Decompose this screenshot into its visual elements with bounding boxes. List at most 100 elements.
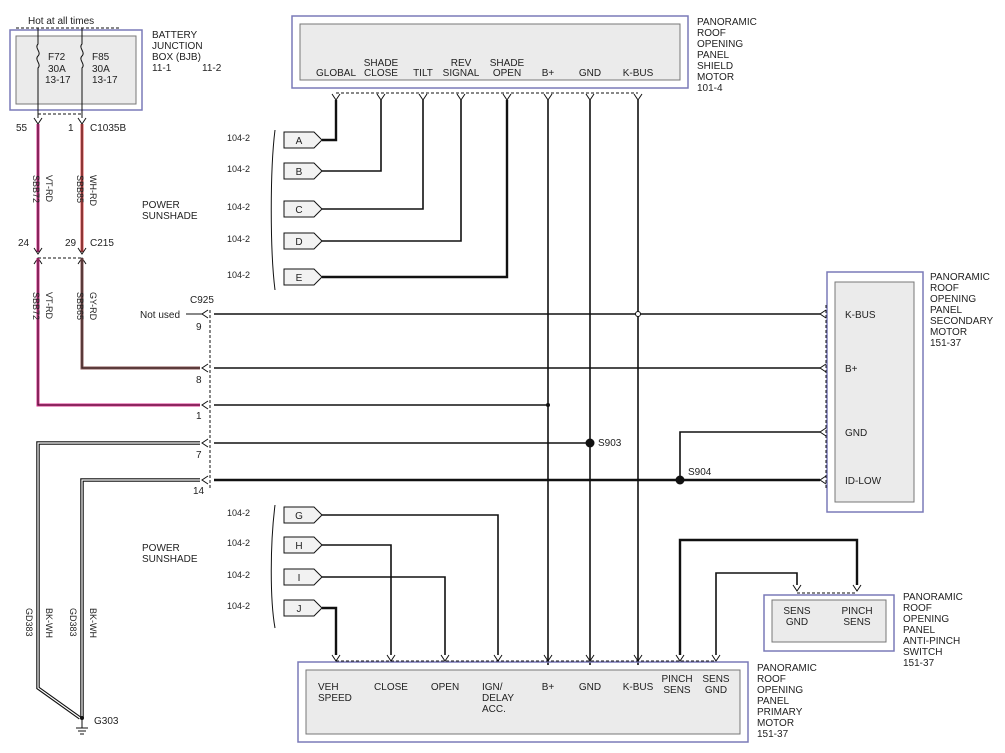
secondary-motor: K-BUS B+ GND ID-LOW PANORAMIC ROOF OPENI…: [819, 271, 993, 513]
splice-s904: [675, 475, 685, 485]
primary-pin-ign-2: DELAY: [482, 693, 514, 704]
wire-label-sbb72-lower: SBB72: [31, 292, 41, 320]
sunshade-lower-bracket: [270, 504, 276, 629]
c925-name: C925: [190, 295, 214, 306]
wire-gd383-right-stripe: [81, 479, 200, 718]
tag-j-label: J: [297, 604, 302, 615]
wire-gd383-right: [80, 478, 200, 718]
wire-j-to-veh-speed: [322, 606, 338, 655]
tag-c: [283, 200, 323, 218]
secondary-pin-idlow: ID-LOW: [845, 476, 882, 487]
primary-pin-veh-speed-1: VEH: [318, 682, 339, 693]
fuse-f72-icon: [36, 28, 40, 118]
ground-point: [80, 716, 84, 720]
sunshade-upper-bracket: [270, 129, 276, 291]
anti-pinch-pin-pinch-sens-2: SENS: [843, 617, 871, 628]
primary-pin-arrows: [331, 654, 721, 662]
tag-e-label: E: [296, 273, 303, 284]
shield-pin-tilt: TILT: [413, 68, 433, 79]
tag-c-label: C: [295, 205, 302, 216]
primary-title-3: OPENING: [757, 685, 803, 696]
primary-title-5: PRIMARY: [757, 707, 803, 718]
anti-pinch-pin-sens-gnd-1: SENS: [783, 606, 811, 617]
bjb-title-3: BOX (BJB): [152, 52, 201, 63]
primary-pin-ign-3: ACC.: [482, 704, 506, 715]
primary-title-1: PANORAMIC: [757, 663, 817, 674]
anti-pinch-pin-pinch-sens-1: PINCH: [841, 606, 872, 617]
wire-shade-open-to-e: [322, 100, 509, 279]
fuse-f72-ref: 13-17: [45, 75, 71, 86]
tag-b: [283, 162, 323, 180]
shield-motor: GLOBAL SHADE CLOSE TILT REV SIGNAL SHADE…: [291, 15, 757, 94]
c1035b-pin1-arrow-icon: [77, 117, 87, 125]
primary-motor-inner-box: [305, 669, 741, 735]
wire-i-to-open: [322, 576, 446, 655]
wire-sens-gnd: [715, 572, 798, 655]
c925-pin-9: 9: [196, 322, 202, 333]
shield-pin-shade-close-2: CLOSE: [364, 68, 398, 79]
secondary-title-4: PANEL: [930, 305, 962, 316]
primary-pin-ign-1: IGN/: [482, 682, 503, 693]
wire-shade-close-to-b: [322, 100, 382, 172]
wire-sbb65-lower-edge: [81, 258, 200, 369]
tag-i: [283, 568, 323, 586]
c925-pin-8: 8: [196, 375, 202, 386]
c1035b-pin-55: 55: [16, 123, 28, 134]
tag-a-label: A: [296, 136, 303, 147]
shield-title-2: ROOF: [697, 28, 726, 39]
wire-sbb72-lower: [36, 258, 200, 407]
wire-rev-signal-to-d: [322, 100, 462, 242]
tag-b-label: B: [296, 167, 303, 178]
primary-title-4: PANEL: [757, 696, 789, 707]
shield-motor-inner-box: [299, 23, 681, 81]
c215-pin-24: 24: [18, 238, 30, 249]
tag-g: [283, 506, 323, 524]
secondary-gnd-arrow-icon: [819, 427, 827, 437]
anti-pinch-pin-sens-gnd-2: GND: [786, 617, 808, 628]
sunshade-upper-ref-a: 104-2: [227, 133, 250, 143]
secondary-kbus-arrow-icon: [819, 309, 827, 319]
fuse-f85-icon: [80, 28, 84, 118]
secondary-title-3: OPENING: [930, 294, 976, 305]
sunshade-lower-ref-g: 104-2: [227, 508, 250, 518]
wire-label-sbb65-lower: SBB65: [75, 292, 85, 320]
shield-pin-kbus: K-BUS: [623, 68, 654, 79]
c215-pin29-arrow-icon: [77, 247, 87, 255]
secondary-title-1: PANORAMIC: [930, 272, 990, 283]
sunshade-lower-label-1: POWER: [142, 543, 180, 554]
wire-tilt-to-c: [322, 100, 424, 210]
shield-title-3: OPENING: [697, 39, 743, 50]
connector-c925: C925 Not used 9 8 1 7 14: [140, 295, 214, 497]
primary-pin-pinch-sens-2: SENS: [663, 685, 691, 696]
tag-d-label: D: [295, 237, 302, 248]
wire-sbb72-lower-edge: [37, 258, 200, 406]
bjb-inner-box: [15, 35, 137, 105]
anti-pinch-title-2: ROOF: [903, 603, 932, 614]
tag-j: [283, 599, 323, 617]
wire-gd383-left: [36, 441, 200, 720]
kbus-crossing: [635, 311, 641, 317]
bjb-ref-2: 11-2: [202, 63, 222, 74]
secondary-idlow-arrow-icon: [819, 475, 827, 485]
anti-pinch-title-6: SWITCH: [903, 647, 942, 658]
sunshade-upper-ref-b: 104-2: [227, 164, 250, 174]
shield-title-7: 101-4: [697, 83, 723, 94]
primary-title-2: ROOF: [757, 674, 786, 685]
wire-h-to-close: [322, 544, 392, 655]
anti-pinch-title-5: ANTI-PINCH: [903, 636, 960, 647]
wire-color-whrd-upper: WH-RD: [88, 175, 98, 206]
sunshade-lower-label-2: SUNSHADE: [142, 554, 198, 565]
anti-pinch-outer-box: [763, 594, 895, 652]
sunshade-upper-label-2: SUNSHADE: [142, 211, 198, 222]
sunshade-upper-ref-e: 104-2: [227, 270, 250, 280]
sunshade-upper-label-1: POWER: [142, 200, 180, 211]
secondary-motor-outer-box: [826, 271, 924, 513]
shield-pin-bplus: B+: [542, 68, 555, 79]
wire-color-vtrd-upper: VT-RD: [44, 175, 54, 203]
sunshade-upper-group: POWER SUNSHADE 104-2 A 104-2 B 104-2 C 1…: [142, 129, 323, 291]
shield-pin-global: GLOBAL: [316, 68, 356, 79]
bjb-outer-box: [9, 29, 143, 111]
shield-pin-shade-close-1: SHADE: [364, 58, 399, 69]
anti-pinch-switch: SENS GND PINCH SENS PANORAMIC ROOF OPENI…: [763, 584, 963, 669]
